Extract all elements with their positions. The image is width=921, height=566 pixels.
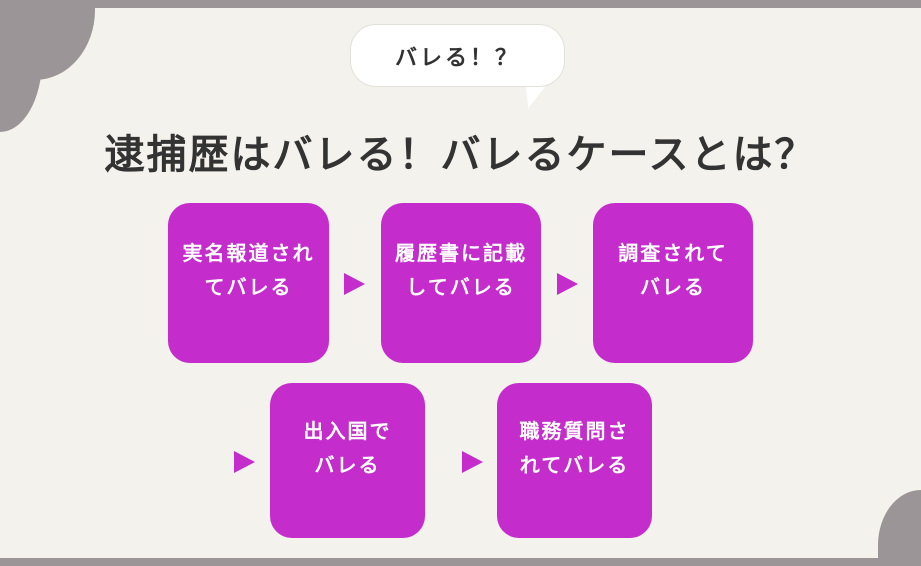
step-box-2: 履歴書に記載してバレる: [381, 203, 541, 363]
arrow-right-icon: [557, 273, 578, 295]
speech-bubble-text: バレる！？: [394, 45, 520, 71]
decorative-shape-bottom-right: [878, 490, 921, 558]
speech-bubble: バレる！？: [350, 24, 565, 87]
arrow-right-icon: [234, 451, 255, 473]
step-box-1: 実名報道されてバレる: [168, 203, 329, 363]
step-line: れてバレる: [519, 452, 630, 477]
bottom-band: [0, 558, 921, 566]
step-box-5: 職務質問されてバレる: [497, 383, 652, 538]
page-title: 逮捕歴はバレる！バレるケースとは？: [104, 132, 817, 178]
top-band: [0, 0, 921, 8]
step-line: してバレる: [406, 275, 516, 299]
step-line: 職務質問さ: [519, 418, 630, 443]
step-line: バレる: [640, 275, 706, 299]
step-box-3: 調査されてバレる: [593, 203, 753, 363]
arrow-right-icon: [344, 273, 365, 295]
step-line: 実名報道され: [182, 241, 315, 265]
step-line: 履歴書に記載: [395, 241, 527, 265]
step-line: 出入国で: [303, 418, 392, 443]
step-line: てバレる: [204, 275, 293, 299]
step-line: バレる: [314, 452, 381, 477]
speech-bubble-tail: [518, 86, 546, 108]
step-line: 調査されて: [618, 241, 728, 265]
step-box-4: 出入国でバレる: [270, 383, 425, 538]
arrow-right-icon: [462, 451, 483, 473]
